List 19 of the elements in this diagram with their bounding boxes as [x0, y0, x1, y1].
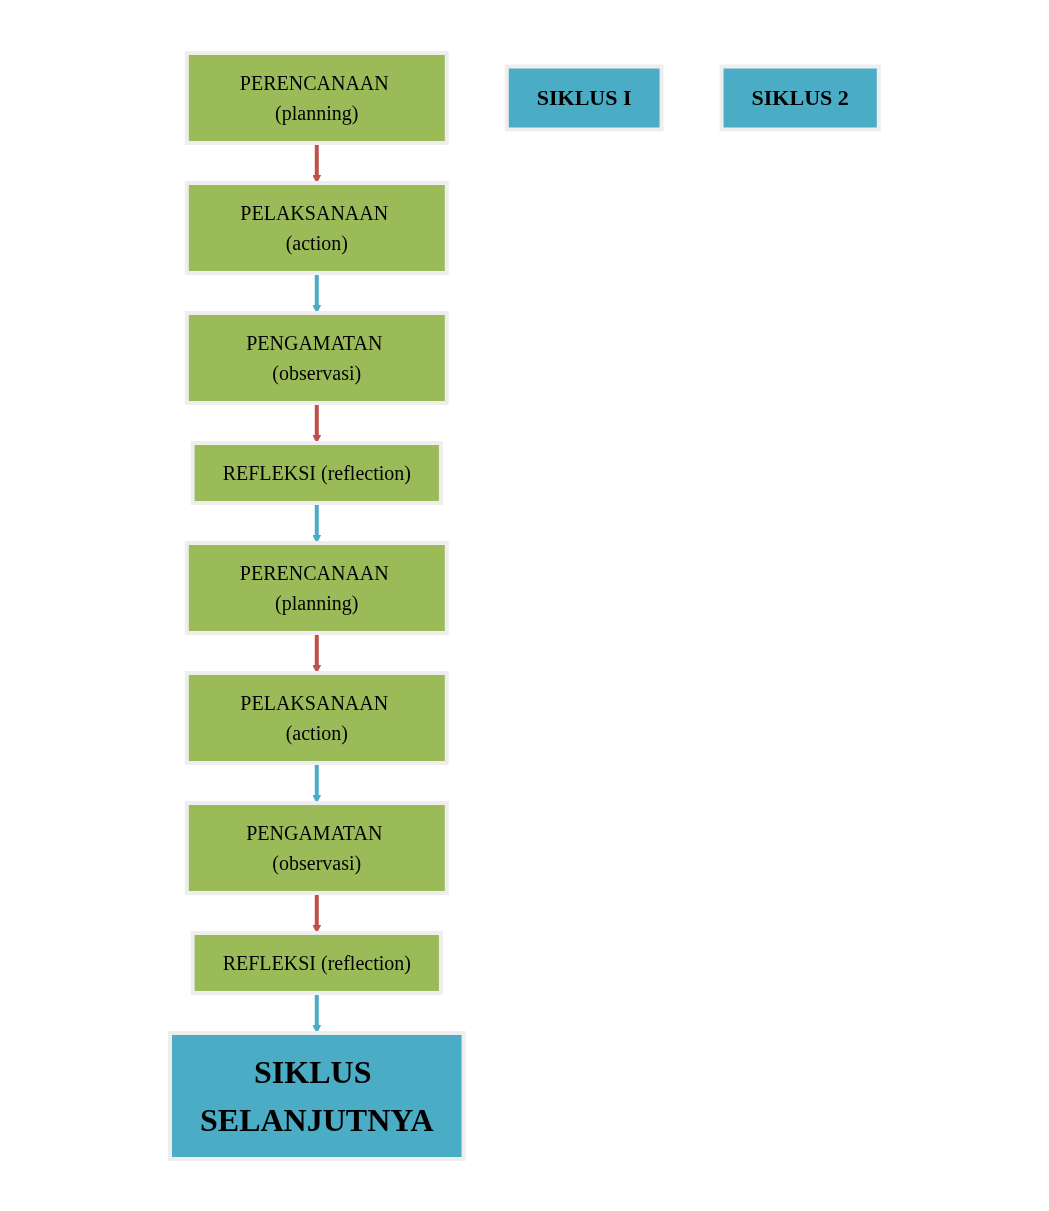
node-box: SIKLUS SELANJUTNYA	[168, 1030, 466, 1161]
arrow	[312, 502, 322, 543]
node-box: PELAKSANAAN (action)	[184, 670, 449, 765]
node-box: REFLEKSI (reflection)	[190, 440, 443, 505]
node-box: PERENCANAAN (planning)	[184, 50, 449, 145]
arrow	[312, 142, 322, 183]
arrow	[312, 272, 322, 313]
node-box: PENGAMATAN (observasi)	[184, 800, 449, 895]
node-box: REFLEKSI (reflection)	[190, 930, 443, 995]
arrow	[312, 632, 322, 673]
node-box: PERENCANAAN (planning)	[184, 540, 449, 635]
node-box: SIKLUS 2	[719, 64, 881, 131]
node-box: PENGAMATAN (observasi)	[184, 310, 449, 405]
arrow	[312, 992, 322, 1033]
arrow	[312, 402, 322, 443]
node-box: PELAKSANAAN (action)	[184, 180, 449, 275]
arrow	[312, 892, 322, 933]
arrow	[312, 762, 322, 803]
node-box: SIKLUS I	[504, 64, 664, 131]
